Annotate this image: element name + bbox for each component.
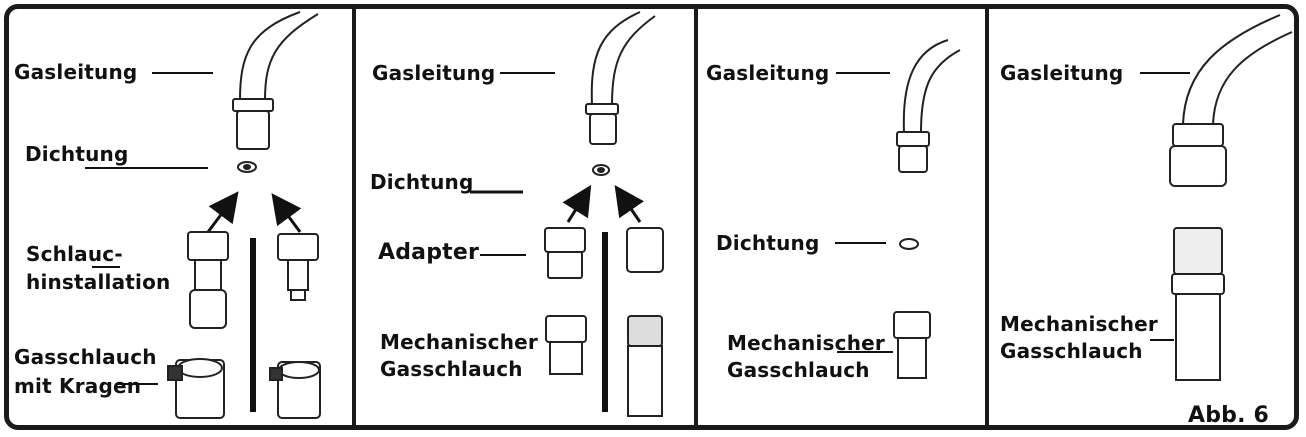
gas-line-nut [896, 131, 930, 147]
adapter-left [544, 227, 586, 253]
arrow-left [206, 191, 239, 233]
panel-1-gasket-label: Dichtung [25, 142, 129, 166]
panel-divider-3 [985, 6, 989, 430]
gas-line-nut [585, 103, 619, 115]
panel-1-collar-hose-label-1: Gasschlauch [14, 345, 157, 369]
panel-3-gasket-label: Dichtung [716, 231, 820, 255]
gasket-ring [899, 238, 919, 250]
panel-3-gas-line-label: Gasleitung [706, 61, 830, 85]
panel-1-gas-line-label: Gasleitung [14, 60, 138, 84]
hose-fitting-right [277, 233, 319, 261]
panel-1-collar-hose-label-2: mit Kragen [14, 374, 142, 398]
gas-line-pipe [1182, 14, 1281, 125]
panel-3-mech-hose-label-2: Gasschlauch [727, 358, 870, 382]
panel-4-gas-line-label: Gasleitung [1000, 61, 1124, 85]
gas-line-pipe [239, 11, 301, 101]
panel-3-mech-hose-label-1: Mechanischer [727, 331, 885, 355]
panel-2-adapter-label: Adapter [378, 240, 480, 265]
mech-hose-right [627, 315, 663, 347]
panel-2-gasket-label: Dichtung [370, 170, 474, 194]
panel-divider-2 [694, 6, 698, 430]
gas-line-pipe [902, 39, 949, 133]
adapter-right [626, 227, 664, 273]
arrow-left [562, 184, 592, 223]
panel-2-gas-line-label: Gasleitung [372, 61, 496, 85]
figure-frame [4, 4, 1299, 430]
panel-2-mech-hose-label-1: Mechanischer [380, 330, 538, 354]
hose-fitting-left [187, 231, 229, 261]
arrow-right [614, 185, 644, 223]
mech-hose-left [545, 315, 587, 343]
arrow-right [271, 193, 302, 233]
panel-4-drawings [1140, 14, 1293, 381]
panel-4-mech-hose-label-2: Gasschlauch [1000, 339, 1143, 363]
gas-line-nut [1172, 123, 1224, 147]
mech-hose [893, 311, 931, 339]
gas-line-pipe [590, 11, 641, 106]
panel-4-mech-hose-label-1: Mechanischer [1000, 312, 1158, 336]
panel-1-drawings [85, 11, 321, 419]
panel-1-hose-install-label-2: hinstallation [26, 270, 171, 294]
panel-1-hose-install-label-1: Schlauc- [26, 242, 123, 266]
panel-2-mech-hose-label-2: Gasschlauch [380, 357, 523, 381]
panel-2-drawings [470, 11, 664, 417]
gas-line-nut [232, 98, 274, 112]
mech-hose [1173, 227, 1223, 275]
panel-divider-1 [352, 6, 356, 430]
panel-3-drawings [835, 39, 961, 379]
figure-label: Abb. 6 [1188, 403, 1270, 428]
